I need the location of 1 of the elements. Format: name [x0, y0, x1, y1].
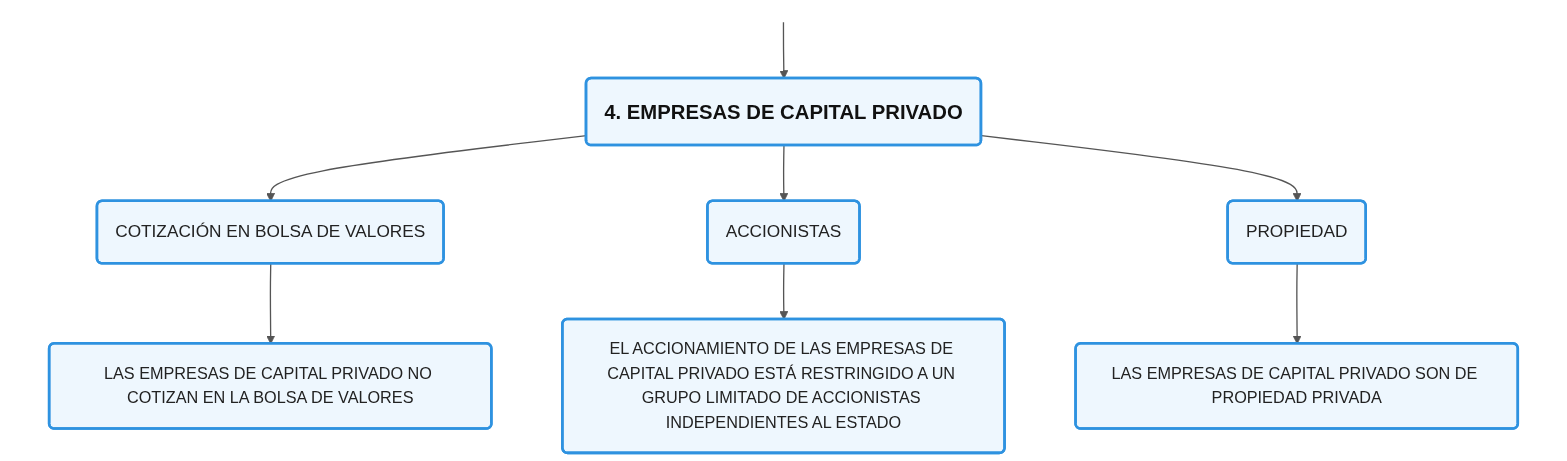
arrow	[779, 21, 789, 79]
